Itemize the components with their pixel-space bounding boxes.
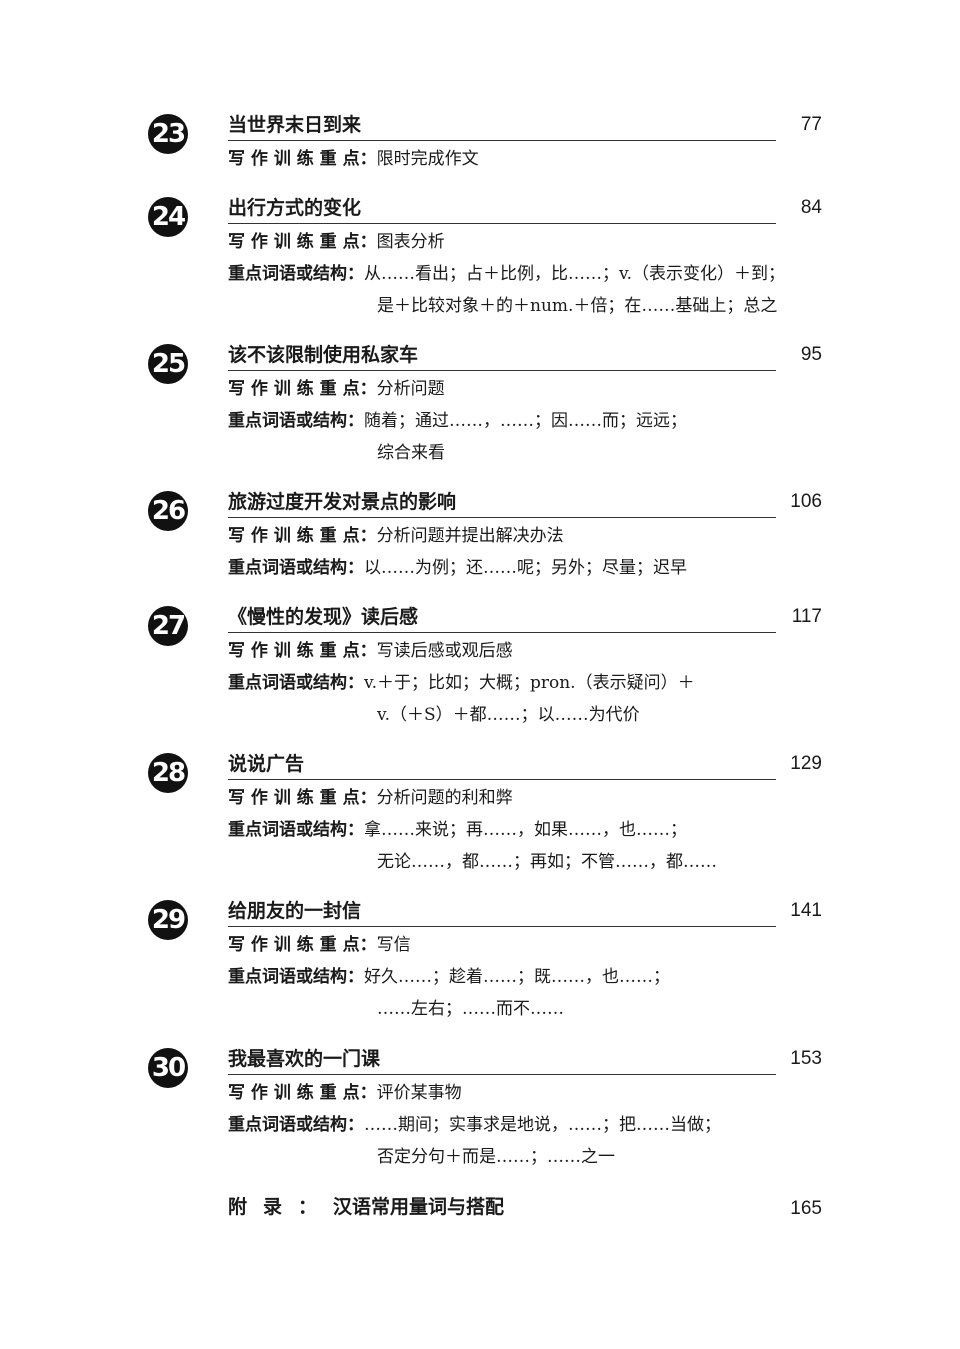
lesson-number-badge: 26 xyxy=(148,491,188,531)
key-structures-value: 以……为例；还……呢；另外；尽量；迟早 xyxy=(364,558,687,578)
training-focus-value: 写读后感或观后感 xyxy=(376,641,513,661)
training-focus-label: 写 作 训 练 重 点： xyxy=(228,526,377,546)
training-focus-line: 写 作 训 练 重 点：分析问题的利和弊 xyxy=(228,785,513,811)
key-structures-value: v.＋于；比如；大概；pron.（表示疑问）＋ xyxy=(364,673,695,693)
key-structures-line: 重点词语或结构：v.＋于；比如；大概；pron.（表示疑问）＋ xyxy=(228,670,695,696)
key-structures-label: 重点词语或结构： xyxy=(228,264,364,284)
training-focus-label: 写 作 训 练 重 点： xyxy=(228,788,377,808)
key-structures-continuation: 是＋比较对象＋的＋num.＋倍；在……基础上；总之 xyxy=(377,296,778,316)
entry-title-row: 该不该限制使用私家车 xyxy=(228,342,776,371)
key-structures-continuation: 综合来看 xyxy=(377,443,445,463)
key-structures-continuation: v.（＋S）＋都……；以……为代价 xyxy=(377,705,640,725)
training-focus-label: 写 作 训 练 重 点： xyxy=(228,935,377,955)
appendix-prefix: 附录： xyxy=(228,1196,334,1218)
training-focus-value: 写信 xyxy=(376,935,411,955)
page-number[interactable]: 84 xyxy=(800,197,822,218)
training-focus-label: 写 作 训 练 重 点： xyxy=(228,379,377,399)
key-structures-label: 重点词语或结构： xyxy=(228,967,364,987)
page-number[interactable]: 117 xyxy=(791,606,822,627)
page-number[interactable]: 141 xyxy=(790,900,822,921)
key-structures-label: 重点词语或结构： xyxy=(228,411,364,431)
key-structures-value: 从……看出；占＋比例，比……；v.（表示变化）＋到； xyxy=(364,264,785,284)
training-focus-line: 写 作 训 练 重 点：分析问题 xyxy=(228,376,445,402)
training-focus-label: 写 作 训 练 重 点： xyxy=(228,641,377,661)
appendix-entry[interactable]: 附录：汉语常用量词与搭配 xyxy=(228,1194,504,1220)
training-focus-value: 限时完成作文 xyxy=(376,149,479,169)
appendix-page-number[interactable]: 165 xyxy=(790,1198,822,1219)
key-structures-line: 重点词语或结构：好久……；趁着……；既……，也……； xyxy=(228,964,670,990)
training-focus-value: 分析问题的利和弊 xyxy=(376,788,513,808)
key-structures-label: 重点词语或结构： xyxy=(228,1115,364,1135)
training-focus-value: 分析问题并提出解决办法 xyxy=(376,526,564,546)
entry-title-row: 《慢性的发现》读后感 xyxy=(228,604,776,633)
key-structures-label: 重点词语或结构： xyxy=(228,673,364,693)
lesson-title[interactable]: 我最喜欢的一门课 xyxy=(228,1048,381,1070)
lesson-number-badge: 29 xyxy=(148,900,188,940)
training-focus-value: 评价某事物 xyxy=(376,1083,462,1103)
lesson-number-badge: 23 xyxy=(148,114,188,154)
training-focus-line: 写 作 训 练 重 点：分析问题并提出解决办法 xyxy=(228,523,564,549)
key-structures-label: 重点词语或结构： xyxy=(228,558,364,578)
key-structures-line: 重点词语或结构：……期间；实事求是地说，……；把……当做； xyxy=(228,1112,721,1138)
lesson-title[interactable]: 出行方式的变化 xyxy=(228,197,362,219)
lesson-title[interactable]: 说说广告 xyxy=(228,753,305,775)
entry-title-row: 我最喜欢的一门课 xyxy=(228,1046,776,1075)
key-structures-continuation: 无论……，都……；再如；不管……，都…… xyxy=(377,852,717,872)
key-structures-line: 重点词语或结构：以……为例；还……呢；另外；尽量；迟早 xyxy=(228,555,687,581)
key-structures-line: 重点词语或结构：拿……来说；再……，如果……，也……； xyxy=(228,817,687,843)
training-focus-label: 写 作 训 练 重 点： xyxy=(228,1083,377,1103)
key-structures-value: ……期间；实事求是地说，……；把……当做； xyxy=(364,1115,721,1135)
entry-title-row: 出行方式的变化 xyxy=(228,195,776,224)
key-structures-line: 重点词语或结构：从……看出；占＋比例，比……；v.（表示变化）＋到； xyxy=(228,261,785,287)
entry-title-row: 给朋友的一封信 xyxy=(228,898,776,927)
page-number[interactable]: 106 xyxy=(790,491,822,512)
page-number[interactable]: 77 xyxy=(800,114,822,135)
training-focus-label: 写 作 训 练 重 点： xyxy=(228,232,377,252)
lesson-number-badge: 25 xyxy=(148,344,188,384)
training-focus-line: 写 作 训 练 重 点：写读后感或观后感 xyxy=(228,638,513,664)
lesson-title[interactable]: 《慢性的发现》读后感 xyxy=(228,606,419,628)
training-focus-line: 写 作 训 练 重 点：写信 xyxy=(228,932,411,958)
key-structures-value: 随着；通过……，……；因……而；远远； xyxy=(364,411,687,431)
lesson-number-badge: 28 xyxy=(148,753,188,793)
key-structures-line: 重点词语或结构：随着；通过……，……；因……而；远远； xyxy=(228,408,687,434)
key-structures-value: 拿……来说；再……，如果……，也……； xyxy=(364,820,687,840)
key-structures-continuation: 否定分句＋而是……；……之一 xyxy=(377,1147,615,1167)
lesson-title[interactable]: 旅游过度开发对景点的影响 xyxy=(228,491,457,513)
page-number[interactable]: 129 xyxy=(790,753,822,774)
key-structures-label: 重点词语或结构： xyxy=(228,820,364,840)
entry-title-row: 当世界末日到来 xyxy=(228,112,776,141)
lesson-number-badge: 24 xyxy=(148,197,188,237)
training-focus-label: 写 作 训 练 重 点： xyxy=(228,149,377,169)
lesson-title[interactable]: 该不该限制使用私家车 xyxy=(228,344,419,366)
page-number[interactable]: 153 xyxy=(790,1048,822,1069)
key-structures-continuation: ……左右；……而不…… xyxy=(377,999,564,1019)
page-number[interactable]: 95 xyxy=(800,344,822,365)
entry-title-row: 说说广告 xyxy=(228,751,776,780)
appendix-title: 汉语常用量词与搭配 xyxy=(333,1196,505,1218)
entry-title-row: 旅游过度开发对景点的影响 xyxy=(228,489,776,518)
lesson-number-badge: 30 xyxy=(148,1048,188,1088)
training-focus-line: 写 作 训 练 重 点：评价某事物 xyxy=(228,1080,462,1106)
training-focus-line: 写 作 训 练 重 点：图表分析 xyxy=(228,229,445,255)
training-focus-value: 图表分析 xyxy=(376,232,445,252)
lesson-number-badge: 27 xyxy=(148,606,188,646)
lesson-title[interactable]: 当世界末日到来 xyxy=(228,114,362,136)
lesson-title[interactable]: 给朋友的一封信 xyxy=(228,900,362,922)
key-structures-value: 好久……；趁着……；既……，也……； xyxy=(364,967,670,987)
training-focus-line: 写 作 训 练 重 点：限时完成作文 xyxy=(228,146,479,172)
training-focus-value: 分析问题 xyxy=(376,379,445,399)
